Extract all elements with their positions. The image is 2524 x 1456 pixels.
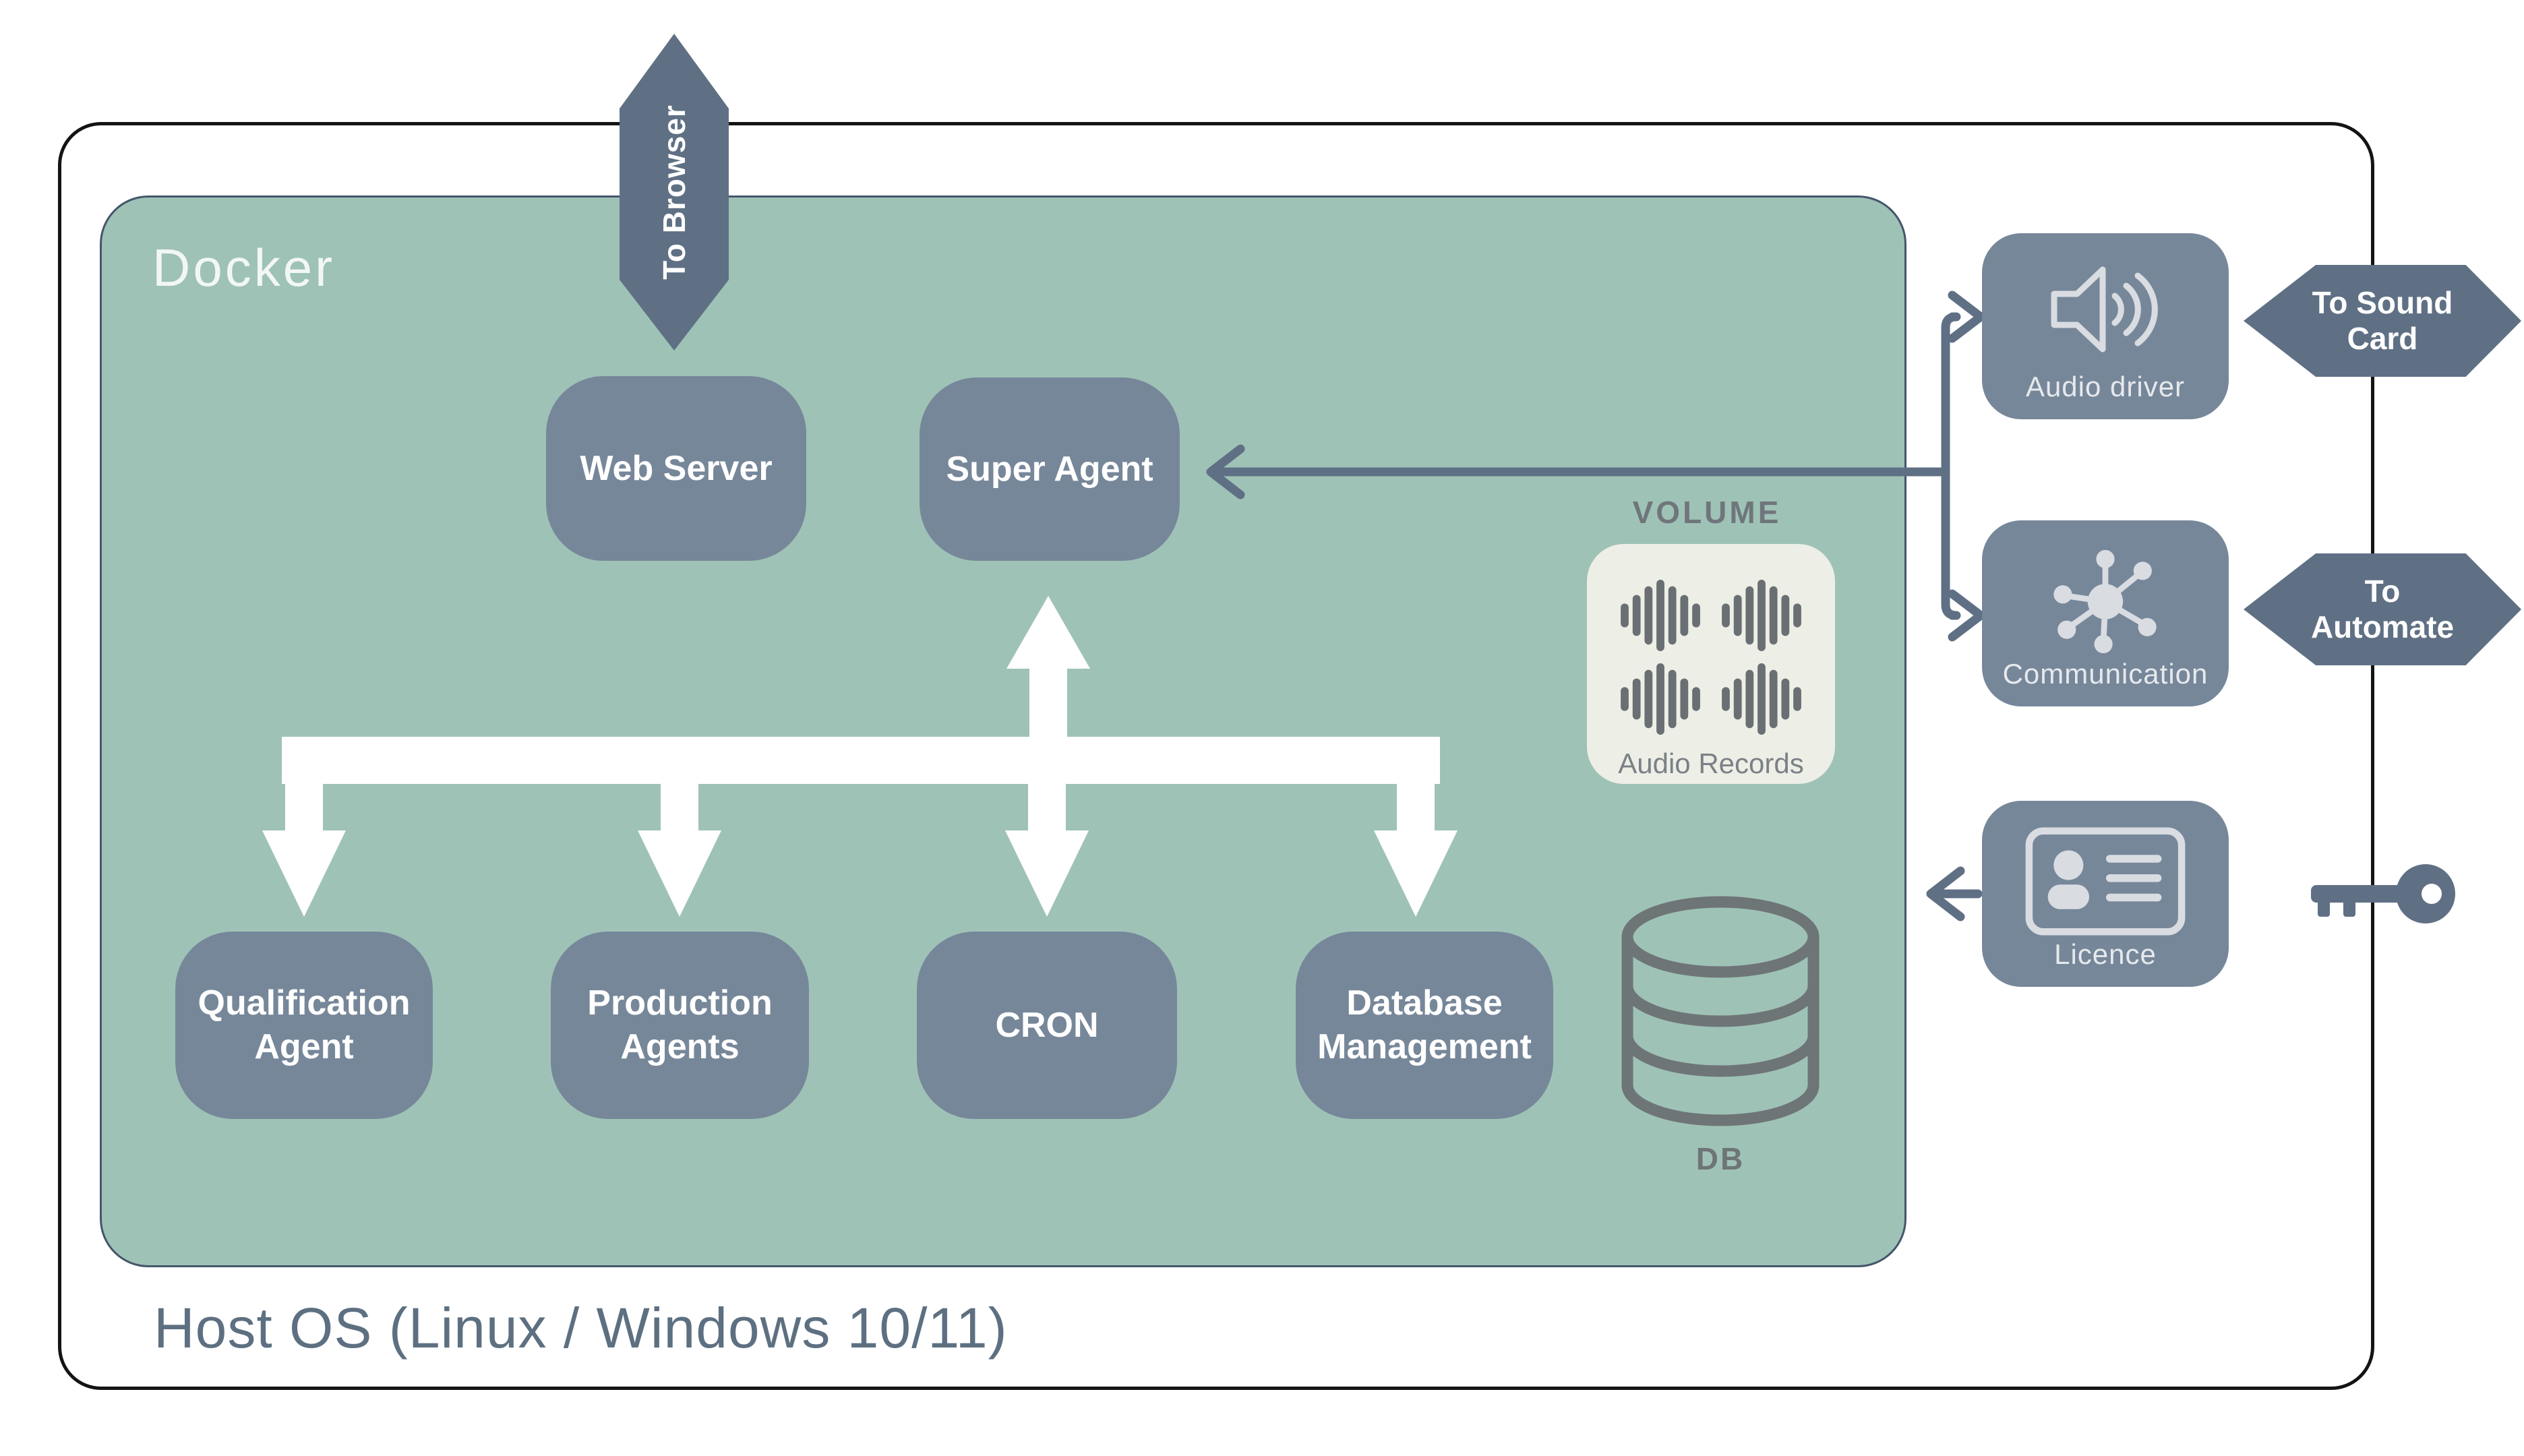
waveform-icon [1722, 663, 1801, 735]
node-qualification-agent-label: Qualification Agent [198, 983, 411, 1066]
to-browser-arrow-icon [620, 34, 729, 351]
network-hub-icon [2053, 549, 2157, 654]
licence-arrow [1926, 866, 1983, 921]
to-browser-arrow-label: To Browser [657, 104, 692, 280]
docker-label: Docker [152, 238, 336, 297]
tag-to-automate-label: To Automate [2310, 574, 2455, 644]
super-agent-connectors [1206, 291, 1985, 642]
database-cylinder-icon [1621, 896, 1820, 1126]
host-os-label: Host OS (Linux / Windows 10/11) [154, 1296, 1008, 1360]
node-database-management-label: Database Management [1317, 983, 1532, 1066]
panel-audio-driver: Audio driver [1982, 233, 2229, 419]
white-flow-arrows [262, 596, 1458, 917]
node-super-agent: Super Agent [920, 377, 1180, 561]
node-super-agent-label: Super Agent [946, 449, 1153, 489]
node-cron-label: CRON [995, 1005, 1099, 1045]
node-database-management: Database Management [1296, 932, 1553, 1119]
audio-records-card: Audio Records [1587, 544, 1835, 784]
id-card-icon [2025, 827, 2186, 936]
node-web-server-label: Web Server [580, 448, 773, 488]
waveform-icon [1621, 579, 1700, 652]
waveform-icon [1621, 663, 1700, 735]
audio-records-label: Audio Records [1618, 748, 1804, 779]
node-production-agents-label: Production Agents [587, 983, 773, 1066]
waveform-grid [1620, 579, 1802, 735]
node-cron: CRON [917, 932, 1177, 1119]
node-production-agents: Production Agents [551, 932, 809, 1119]
communication-label: Communication [2002, 658, 2208, 690]
db-label: DB [1695, 1141, 1745, 1176]
audio-driver-label: Audio driver [2025, 371, 2186, 402]
tag-to-sound-card-label: To Sound Card [2312, 285, 2453, 356]
waveform-icon [1722, 579, 1801, 652]
panel-licence: Licence [1982, 801, 2229, 987]
node-qualification-agent: Qualification Agent [175, 932, 433, 1119]
node-web-server: Web Server [546, 376, 806, 561]
licence-label: Licence [2054, 938, 2157, 970]
speaker-icon [2051, 266, 2158, 353]
panel-communication: Communication [1982, 520, 2229, 706]
key-icon [2311, 864, 2455, 923]
volume-title: VOLUME [1632, 495, 1782, 530]
